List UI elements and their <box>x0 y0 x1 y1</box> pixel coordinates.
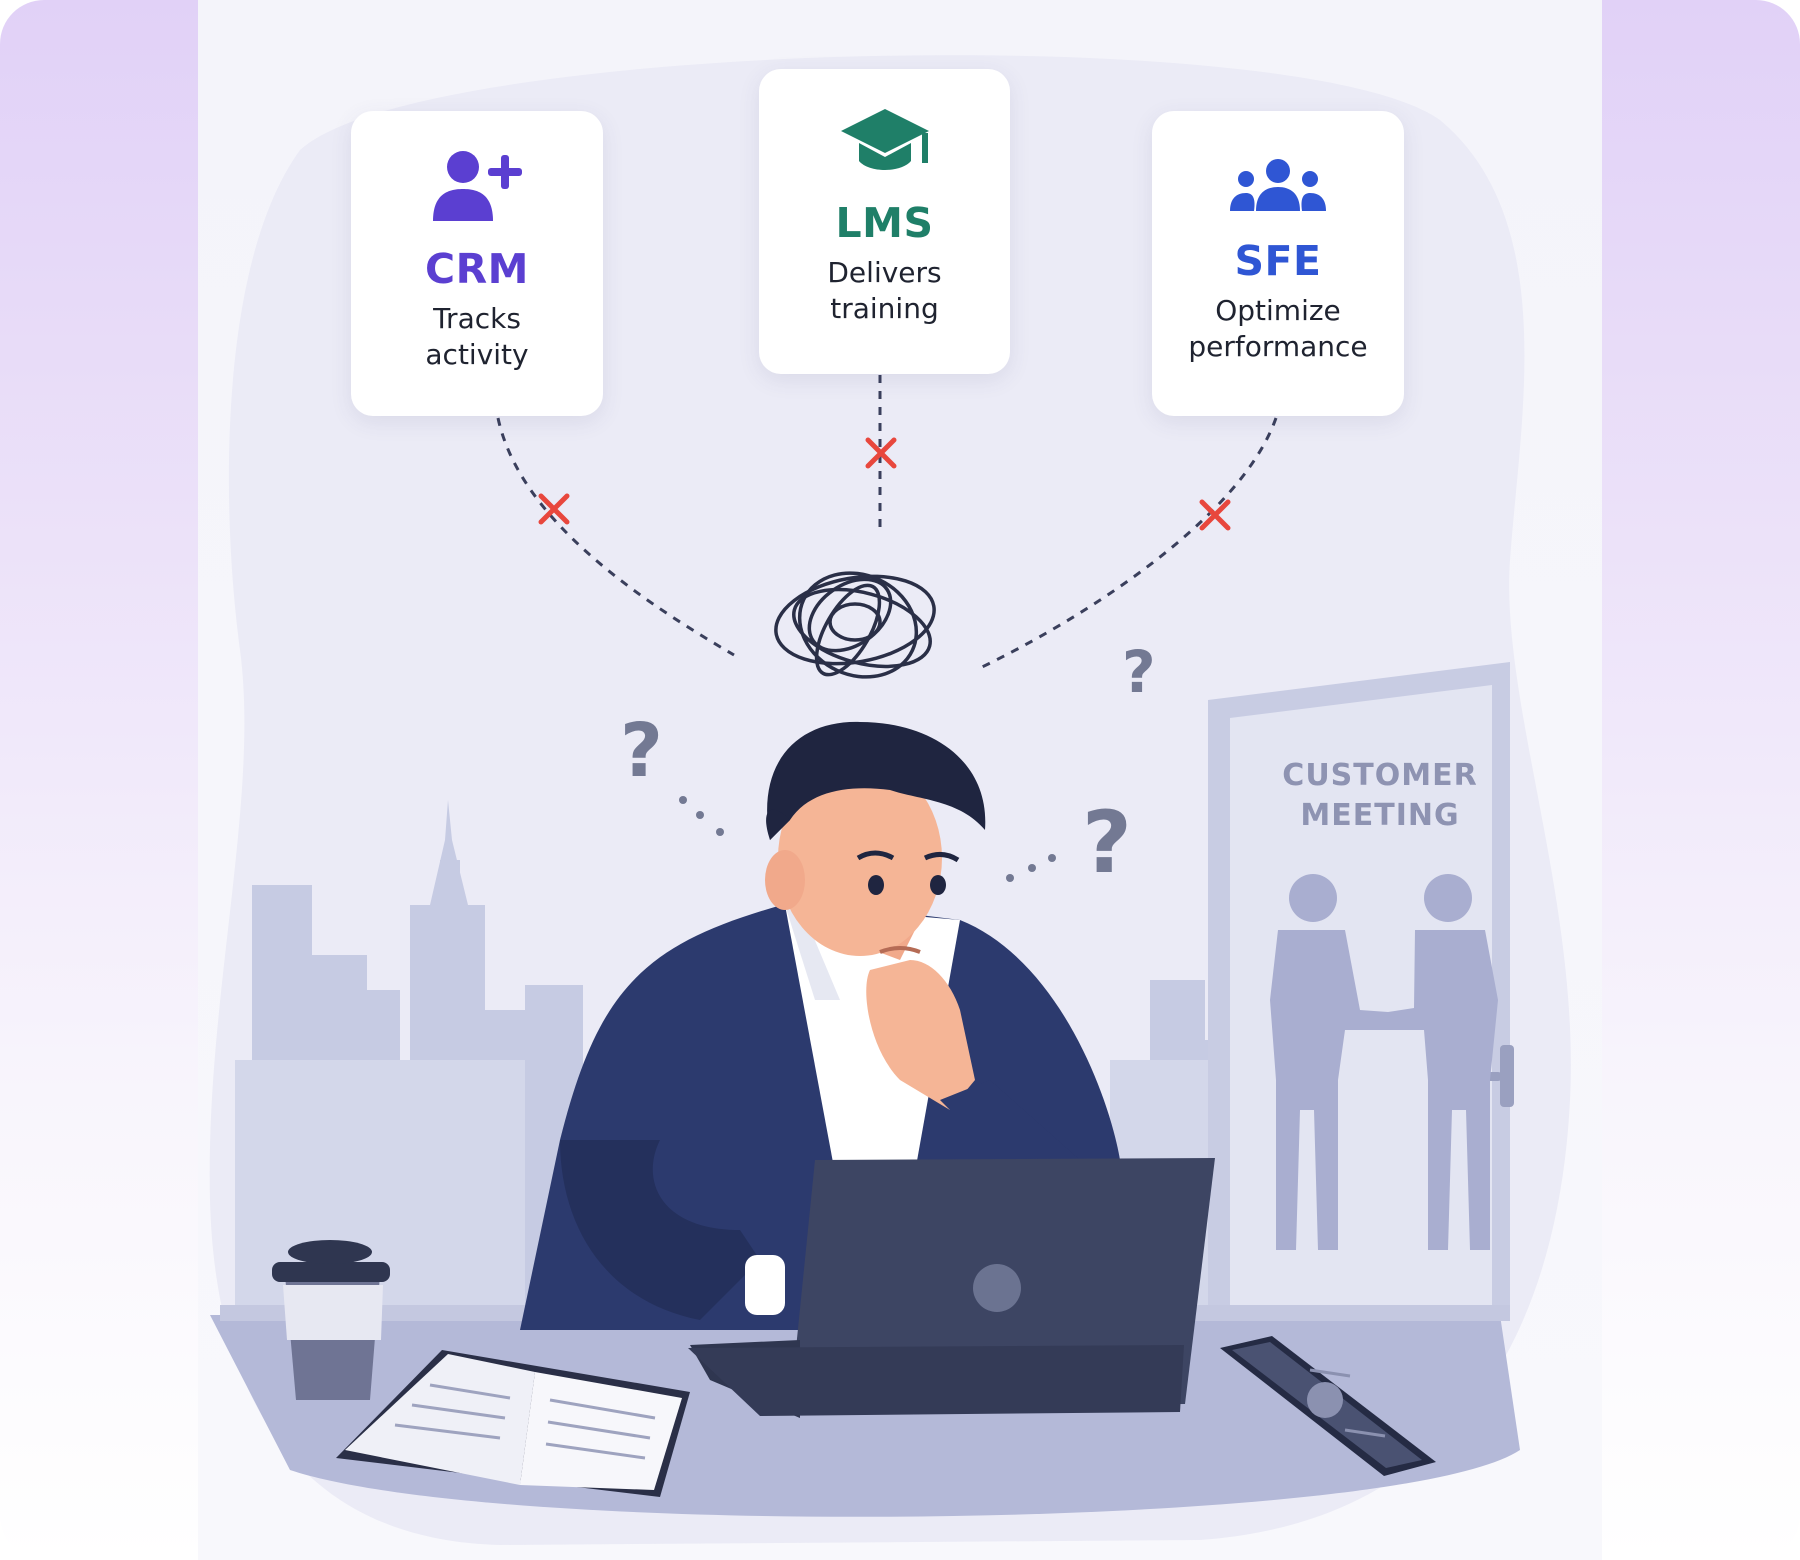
svg-text:?: ? <box>1082 793 1132 893</box>
card-title: CRM <box>425 245 529 293</box>
broken-connections <box>496 375 1278 670</box>
lms-card: LMS Delivers training <box>759 69 1010 374</box>
smartphone-icon <box>1220 1336 1436 1476</box>
card-description: Optimize performance <box>1188 294 1368 363</box>
door-sign: CUSTOMER MEETING <box>1282 758 1478 833</box>
svg-text:?: ? <box>1122 638 1156 706</box>
open-notebook-icon <box>336 1350 690 1497</box>
laptop <box>688 1158 1215 1418</box>
svg-text:?: ? <box>620 708 663 794</box>
card-description: Tracks activity <box>425 302 529 371</box>
crm-card: CRM Tracks activity <box>351 111 603 416</box>
coffee-cup-icon <box>272 1240 390 1400</box>
sfe-card: SFE Optimize performance <box>1152 111 1404 416</box>
disconnect-x-icon <box>538 437 1231 531</box>
graduation-cap-icon <box>840 109 929 170</box>
card-description: Delivers training <box>827 256 942 325</box>
card-title: LMS <box>835 199 934 247</box>
card-title: SFE <box>1234 237 1322 285</box>
handshake-silhouettes-icon <box>1270 874 1498 1250</box>
question-marks-icon: ? ? ? <box>620 638 1156 893</box>
user-plus-icon <box>433 151 522 221</box>
users-group-icon <box>1230 159 1326 211</box>
tangled-thoughts-icon <box>774 571 936 679</box>
